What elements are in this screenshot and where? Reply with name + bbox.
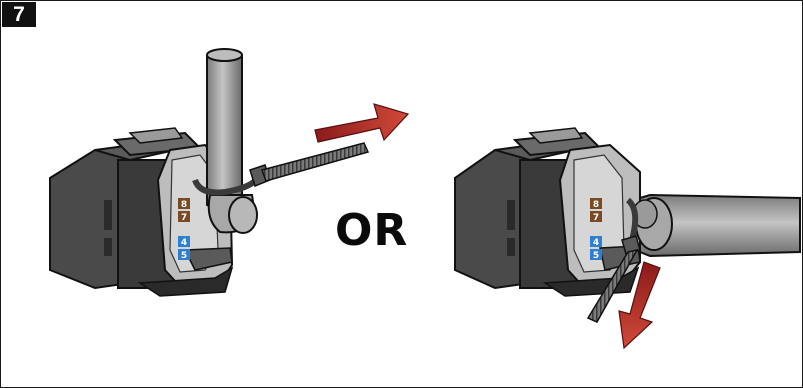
pull-right-arrow-icon — [315, 104, 408, 142]
wire-label-7: 7 — [593, 213, 599, 223]
wire-label-5: 5 — [593, 251, 599, 261]
wire-label-8: 8 — [593, 200, 599, 210]
or-separator: OR — [335, 205, 415, 257]
wire-label-7: 7 — [181, 213, 187, 223]
horizontal-cable-icon — [633, 195, 800, 256]
keystone-jack-icon — [455, 128, 640, 296]
wire-label-5: 5 — [181, 251, 187, 261]
wire-label-4: 4 — [593, 238, 599, 248]
keystone-jack-icon — [50, 128, 232, 296]
right-assembly: 8 7 4 5 — [455, 128, 800, 348]
vertical-cable-icon — [207, 49, 257, 233]
wire-label-8: 8 — [181, 200, 187, 210]
left-assembly: 8 7 4 5 — [50, 49, 408, 296]
wire-label-4: 4 — [181, 238, 187, 248]
